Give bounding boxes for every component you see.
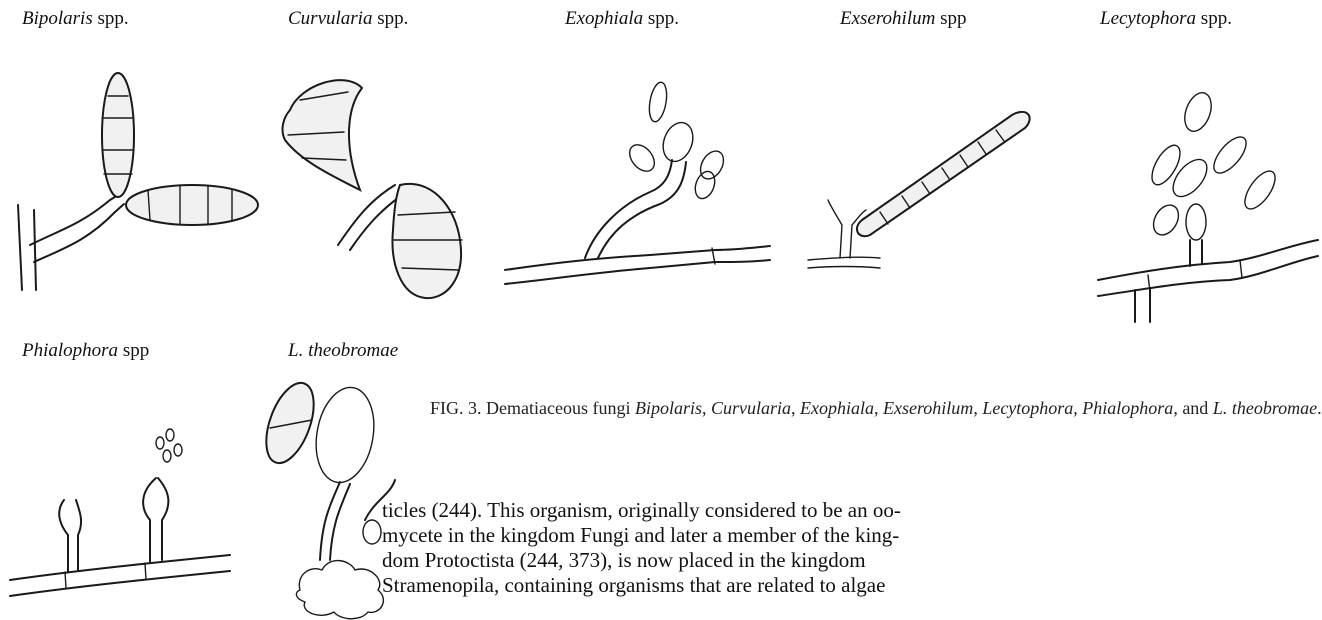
figure-caption: FIG. 3. Dematiaceous fungi Bipolaris, Cu… xyxy=(398,397,1322,419)
l-theobromae-drawing xyxy=(0,0,400,620)
body-paragraph: ticles (244). This organism, originally … xyxy=(382,498,1322,598)
